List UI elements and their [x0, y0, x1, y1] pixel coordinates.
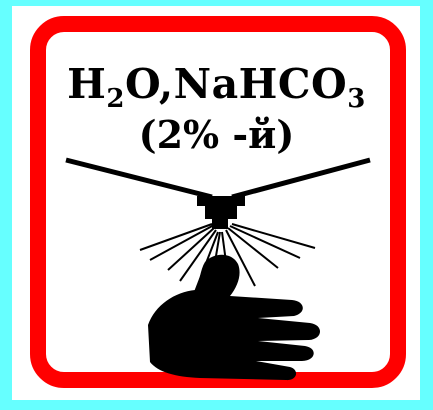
hand-icon	[148, 254, 321, 381]
concentration-label: (2% -й)	[138, 112, 295, 157]
formula-label: H2O,NaHCO3	[67, 60, 366, 114]
shower-icon	[65, 157, 371, 293]
